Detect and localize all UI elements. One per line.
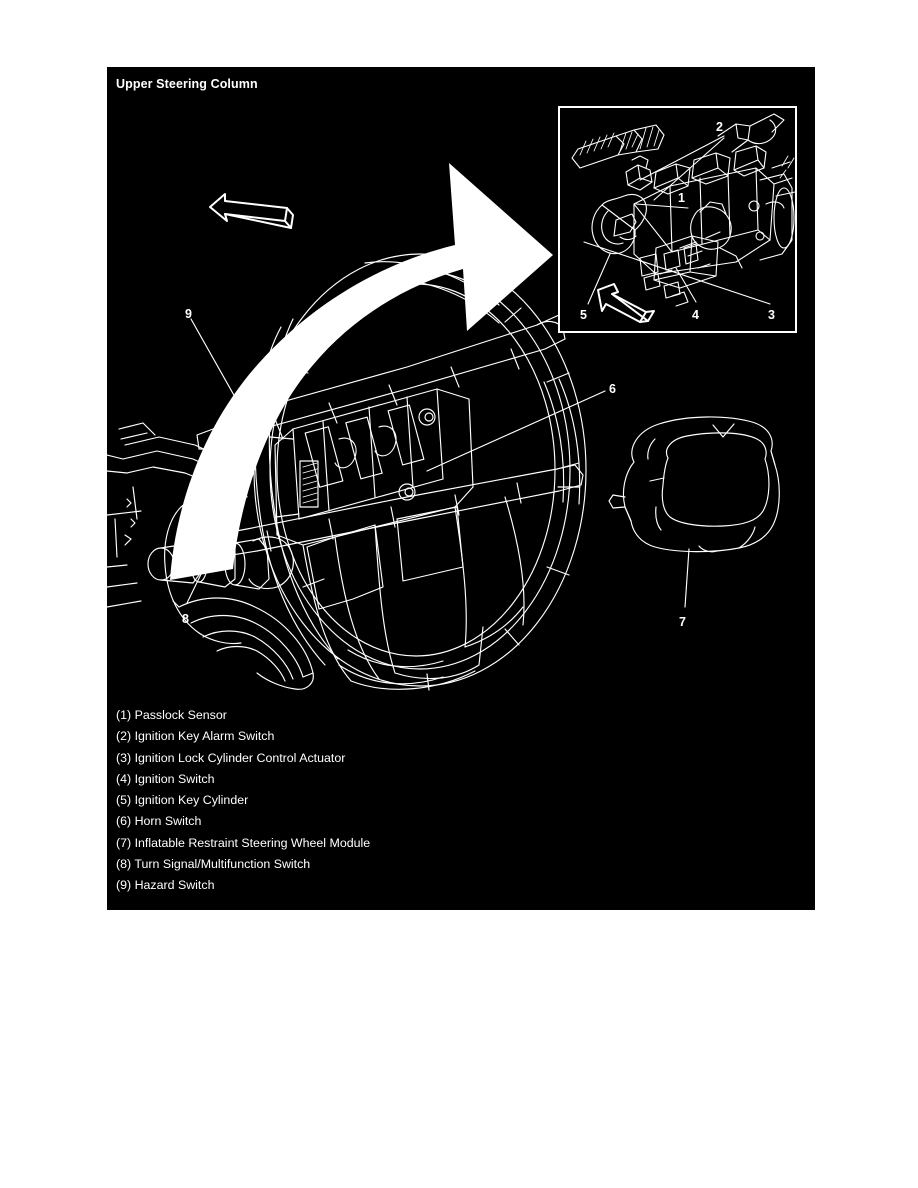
legend-item: (2) Ignition Key Alarm Switch: [116, 729, 275, 744]
main-illustration: [107, 163, 780, 691]
callout-6: 6: [609, 382, 616, 396]
direction-arrow-main: [209, 193, 294, 229]
figure-panel: Upper Steering Column: [107, 67, 815, 910]
legend-item: (1) Passlock Sensor: [116, 708, 227, 722]
callout-1: 1: [678, 191, 685, 205]
callout-7: 7: [679, 615, 686, 629]
legend-item: (7) Inflatable Restraint Steering Wheel …: [116, 835, 371, 850]
legend-item: (9) Hazard Switch: [116, 878, 215, 893]
legend-item: (6) Horn Switch: [116, 814, 202, 829]
callout-5: 5: [580, 308, 587, 322]
callout-3: 3: [768, 308, 775, 322]
legend-list: (1) Passlock Sensor (2) Ignition Key Ala…: [116, 705, 806, 897]
legend-item: (5) Ignition Key Cylinder: [116, 793, 249, 808]
legend-item: (4) Ignition Switch: [116, 771, 215, 786]
legend-item: (3) Ignition Lock Cylinder Control Actua…: [116, 750, 346, 765]
inset-detail-panel: 1 2 3 4 5: [558, 106, 797, 333]
figure-title: Upper Steering Column: [116, 77, 258, 91]
legend-item: (8) Turn Signal/Multifunction Switch: [116, 857, 311, 872]
callout-9: 9: [185, 307, 192, 321]
inset-illustration: [571, 113, 795, 323]
callout-8: 8: [182, 612, 189, 626]
direction-arrow-inset: [597, 283, 655, 323]
callout-leaders-main: [186, 318, 690, 608]
rotation-arrow-large: [170, 163, 553, 580]
callout-leaders-inset: [583, 135, 771, 305]
callout-4: 4: [692, 308, 699, 322]
callout-2: 2: [716, 120, 723, 134]
